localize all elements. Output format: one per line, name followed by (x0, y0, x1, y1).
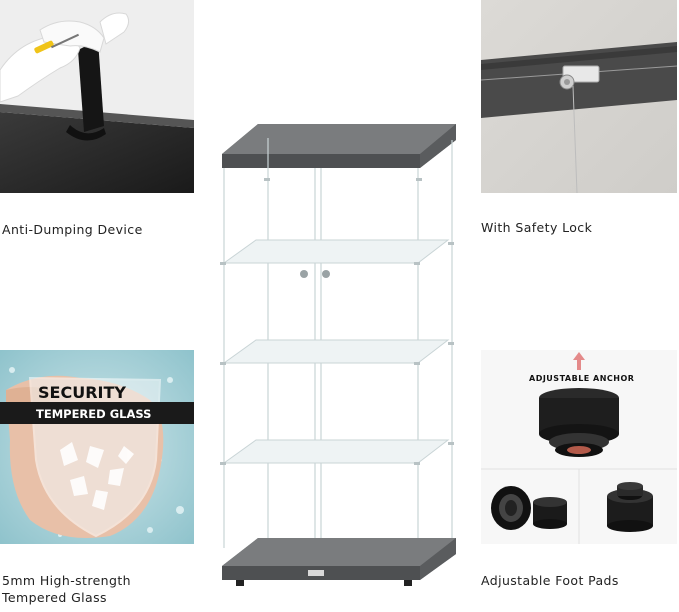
glass-cabinet (216, 118, 462, 608)
safety-lock-photo (481, 0, 677, 193)
safety-lock-caption: With Safety Lock (481, 220, 593, 235)
tempered-glass-caption-line1: 5mm High-strength (2, 573, 131, 588)
foot-pads-photo: ADJUSTABLE ANCHOR (481, 350, 677, 544)
foot-pad-image (481, 350, 677, 544)
tempered-glass-photo: SECURITY TEMPERED GLASS (0, 350, 194, 544)
safety-lock-image (481, 0, 677, 193)
anti-dumping-photo (0, 0, 194, 193)
foot-pads-caption: Adjustable Foot Pads (481, 573, 619, 588)
security-badge-text: SECURITY (38, 383, 126, 402)
glass-shield-image (0, 350, 194, 544)
adjustable-anchor-label: ADJUSTABLE ANCHOR (529, 374, 635, 383)
tempered-glass-badge-text: TEMPERED GLASS (36, 407, 152, 421)
gloved-hand-strap-image (0, 0, 194, 193)
anti-dumping-caption: Anti-Dumping Device (2, 222, 143, 237)
glass-cabinet-image (220, 124, 456, 586)
tempered-glass-caption-line2: Tempered Glass (2, 590, 107, 605)
